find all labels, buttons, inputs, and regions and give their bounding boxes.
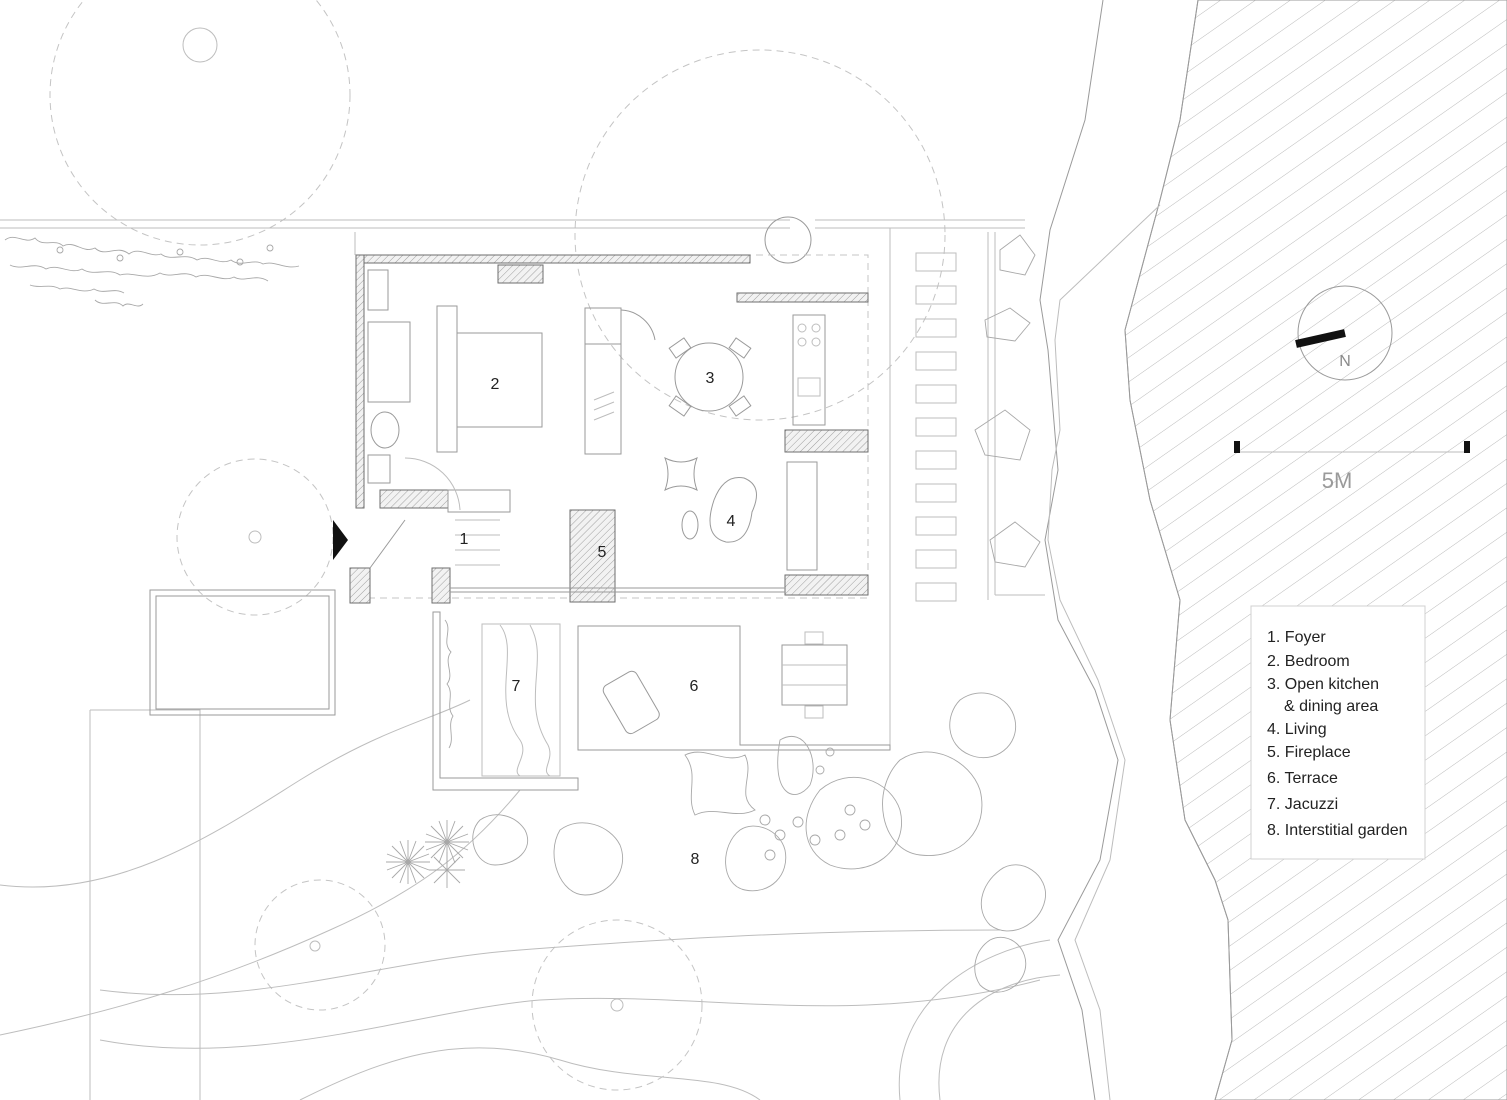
legend-item-8: 8. Interstitial garden: [1267, 822, 1408, 839]
stepping-stones: [915, 252, 957, 602]
legend-item-4: 4. Living: [1267, 721, 1327, 738]
kitchen-island: [584, 307, 656, 455]
living-furniture: [664, 456, 818, 571]
embankment: [1039, 0, 1233, 1100]
bed: [436, 305, 543, 453]
palms: [386, 820, 469, 888]
legend-item-3: 3. Open kitchen: [1267, 676, 1379, 693]
tree-circle: [764, 216, 812, 264]
room-number-1: 1: [460, 531, 469, 548]
jacuzzi-area: [432, 611, 579, 791]
legend-item-6: 6. Terrace: [1267, 770, 1338, 787]
boundary-lines: [0, 219, 1045, 750]
entry-stair: [369, 457, 511, 569]
outbuildings: [149, 589, 336, 716]
garden-paths: [0, 699, 1061, 1100]
north-label: N: [1339, 353, 1351, 370]
room-number-6: 6: [690, 678, 699, 695]
kitchen-counter: [792, 314, 826, 426]
legend-item-1: 1. Foyer: [1267, 629, 1326, 646]
water-body: [1124, 0, 1507, 1100]
room-number-5: 5: [598, 544, 607, 561]
legend: 1. Foyer 2. Bedroom 3. Open kitchen & di…: [1250, 605, 1426, 860]
legend-item-3b: & dining area: [1284, 698, 1378, 715]
tree-canopies: [49, 0, 946, 1091]
legend-item-5: 5. Fireplace: [1267, 744, 1351, 761]
shrubs-top-left: [4, 236, 300, 307]
room-number-3: 3: [706, 370, 715, 387]
room-number-2: 2: [491, 376, 500, 393]
room-number-8: 8: [691, 851, 700, 868]
terrace: [577, 625, 891, 751]
room-numbers: 1 2 3 4 5 6 7 8: [460, 370, 736, 868]
entrance-arrow-icon: [333, 520, 348, 560]
room-number-7: 7: [512, 678, 521, 695]
room-number-4: 4: [727, 513, 736, 530]
legend-item-2: 2. Bedroom: [1267, 653, 1350, 670]
garden-planting: [472, 692, 1046, 993]
scale-bar: 5M: [1234, 441, 1470, 493]
legend-item-7: 7. Jacuzzi: [1267, 796, 1338, 813]
dining-table-round: [668, 337, 752, 417]
ferns-east: [974, 234, 1041, 568]
north-arrow: N: [1295, 285, 1393, 381]
house-walls: [349, 254, 869, 604]
bathroom-fixtures: [367, 269, 411, 484]
scale-label: 5M: [1322, 468, 1353, 493]
